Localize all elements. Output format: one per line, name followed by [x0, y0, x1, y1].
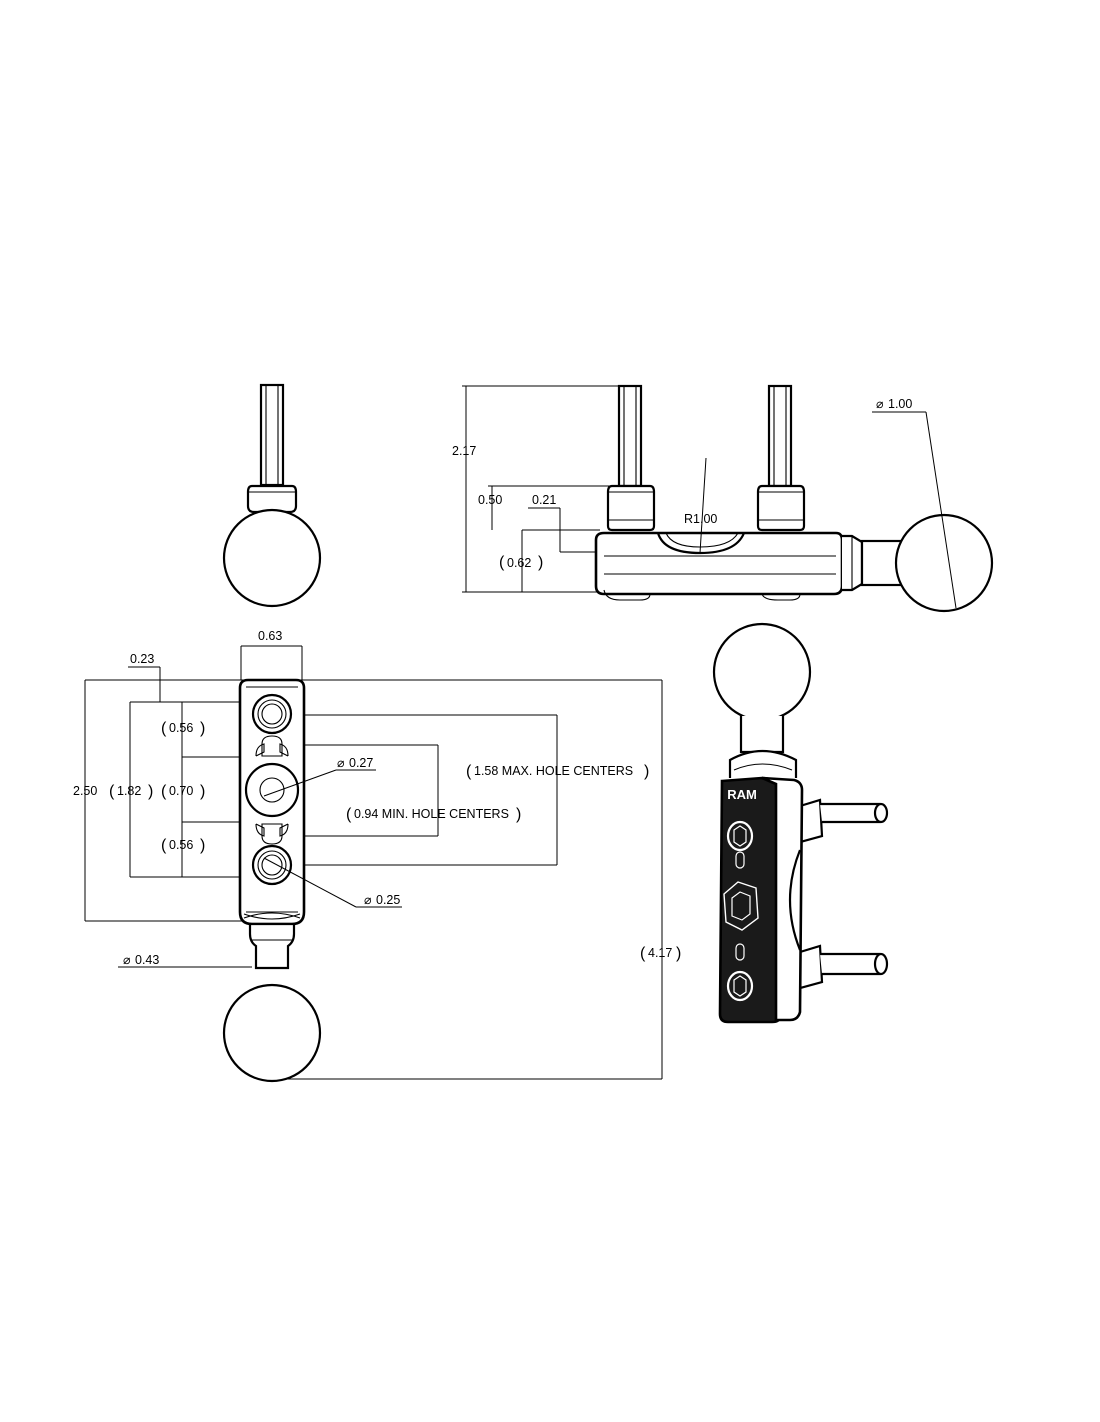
ram-logo: RAM — [727, 787, 757, 802]
dim-0-70: 0.70 — [169, 784, 193, 798]
dim-0-56-lower: 0.56 — [169, 838, 193, 852]
dim-2-17: 2.17 — [452, 444, 476, 458]
front-view — [462, 384, 994, 613]
svg-text:): ) — [200, 720, 205, 737]
dim-diameter-symbol: ⌀ — [123, 953, 131, 967]
svg-text:): ) — [200, 783, 205, 800]
top-view-holes — [84, 645, 663, 1083]
svg-text:(: ( — [161, 837, 167, 854]
svg-text:(: ( — [346, 806, 352, 823]
dim-dia-0-25: 0.25 — [376, 893, 400, 907]
dim-dia-0-27: 0.27 — [349, 756, 373, 770]
isometric-view: RAM — [712, 622, 889, 1024]
dim-4-17: 4.17 — [648, 946, 672, 960]
dim-diameter-symbol: ⌀ — [876, 397, 884, 411]
svg-text:): ) — [200, 837, 205, 854]
dim-0-62: 0.62 — [507, 556, 531, 570]
dim-1-82: 1.82 — [117, 784, 141, 798]
svg-text:): ) — [676, 945, 681, 962]
dim-0-50: 0.50 — [478, 493, 502, 507]
svg-text:): ) — [516, 806, 521, 823]
dim-0-23: 0.23 — [130, 652, 154, 666]
dim-diameter-symbol: ⌀ — [364, 893, 372, 907]
dim-2-50: 2.50 — [73, 784, 97, 798]
dim-dia-0-43: 0.43 — [135, 953, 159, 967]
dim-0-21: 0.21 — [532, 493, 556, 507]
dim-0-56-upper: 0.56 — [169, 721, 193, 735]
dim-0-63: 0.63 — [258, 629, 282, 643]
svg-text:(: ( — [161, 720, 167, 737]
svg-text:): ) — [148, 783, 153, 800]
side-view-ball — [222, 383, 322, 608]
svg-text:(: ( — [499, 554, 505, 571]
svg-text:(: ( — [466, 763, 472, 780]
dim-dia-1-00: 1.00 — [888, 397, 912, 411]
svg-text:(: ( — [109, 783, 115, 800]
dim-min-hole-centers: 0.94 MIN. HOLE CENTERS — [354, 807, 509, 821]
svg-text:): ) — [644, 763, 649, 780]
svg-text:(: ( — [161, 783, 167, 800]
dim-diameter-symbol: ⌀ — [337, 756, 345, 770]
svg-text:(: ( — [640, 945, 646, 962]
dim-max-hole-centers: 1.58 MAX. HOLE CENTERS — [474, 764, 633, 778]
dim-r1-00: R1.00 — [684, 512, 717, 526]
svg-text:): ) — [538, 554, 543, 571]
